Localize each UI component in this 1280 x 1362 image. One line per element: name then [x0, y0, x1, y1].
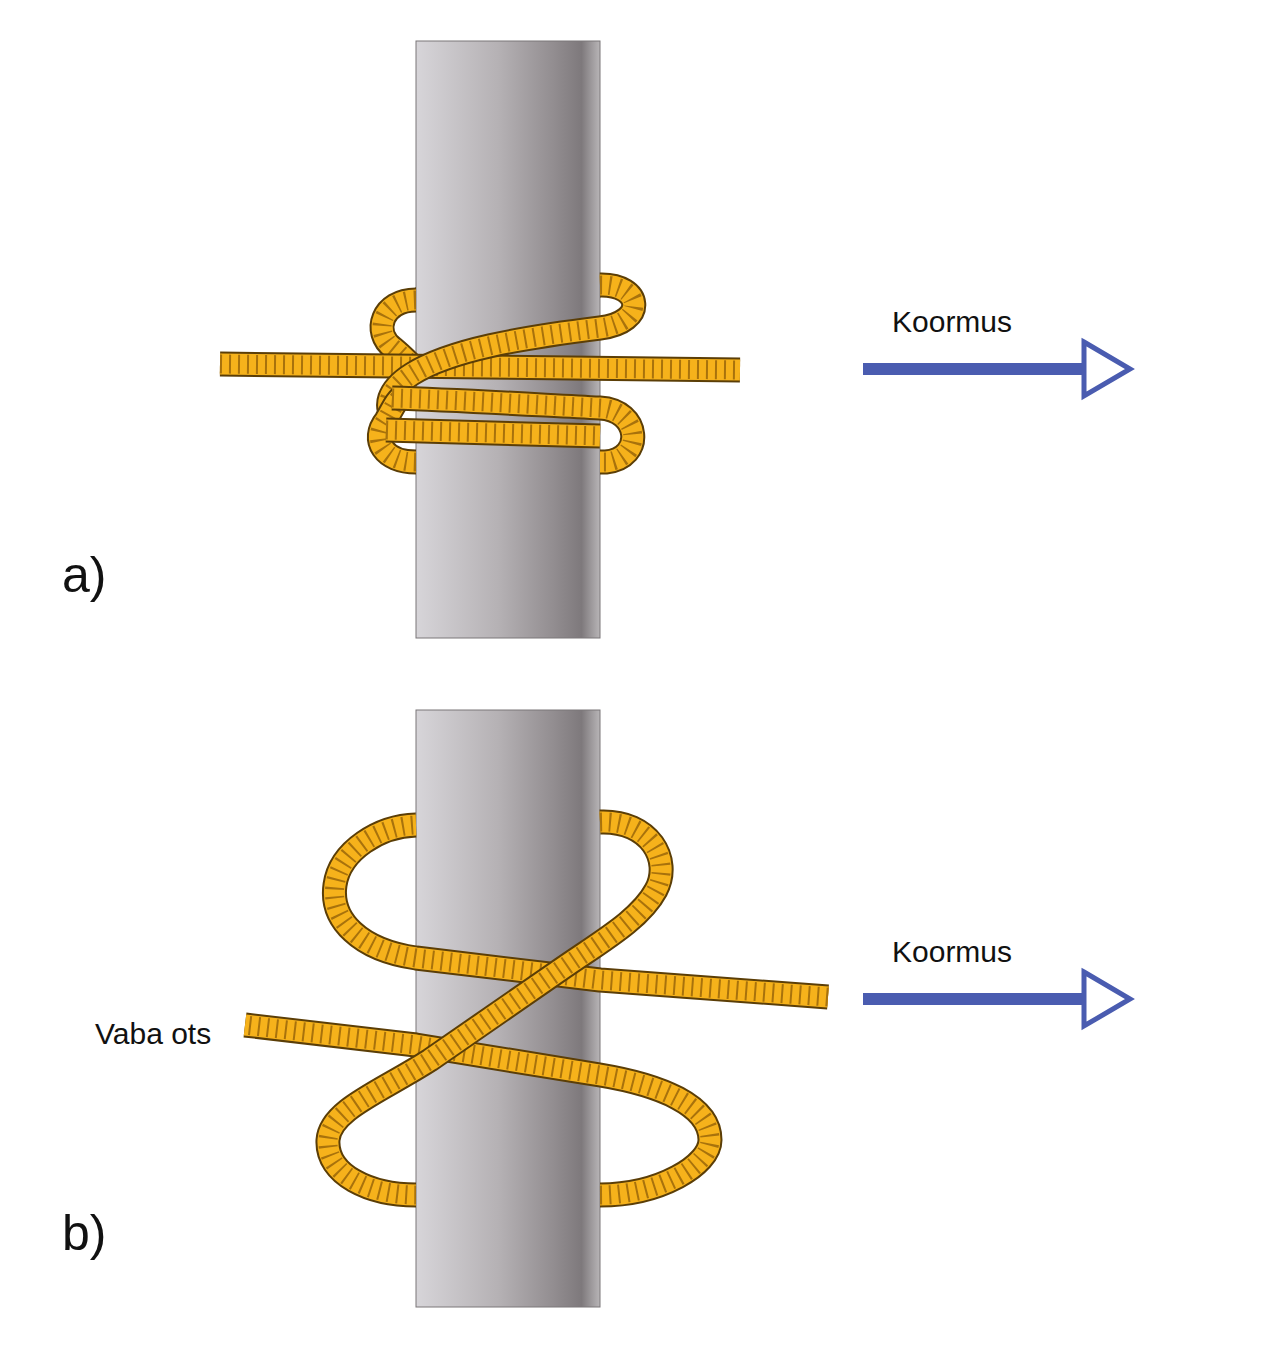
- figure-label: b): [62, 1203, 106, 1263]
- load-label: Koormus: [892, 304, 1012, 340]
- knot-rope: [245, 822, 828, 1195]
- figure-label: a): [62, 545, 106, 605]
- free-end-label: Vaba ots: [95, 1016, 211, 1052]
- knot-rope: [220, 285, 740, 462]
- load-label: Koormus: [892, 934, 1012, 970]
- load-arrow: [863, 342, 1130, 396]
- load-arrow: [863, 972, 1130, 1026]
